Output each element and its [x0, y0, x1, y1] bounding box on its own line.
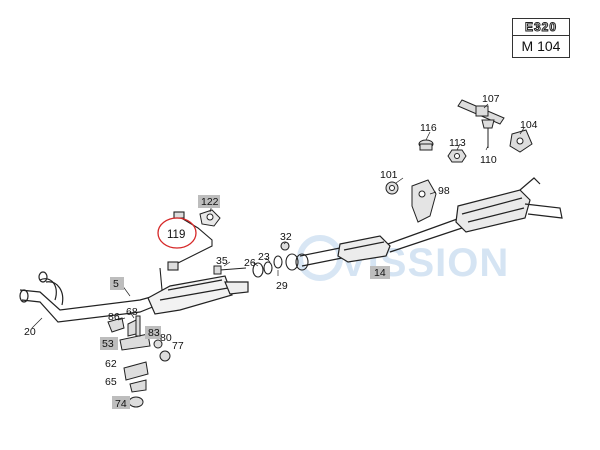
- clamp-set: [252, 241, 309, 278]
- label-65: 65: [105, 376, 117, 388]
- label-83: 83: [148, 327, 160, 339]
- label-26: 26: [244, 257, 256, 269]
- label-20: 20: [24, 326, 36, 338]
- label-77: 77: [172, 340, 184, 352]
- label-113: 113: [449, 137, 466, 149]
- label-68: 68: [126, 306, 138, 318]
- label-backgrounds: [100, 195, 390, 409]
- nut-113: [447, 149, 467, 163]
- washer-116: [418, 139, 434, 151]
- bolt-35: [213, 265, 247, 275]
- middle-muffler: [337, 235, 391, 263]
- hanger-107: [457, 99, 505, 125]
- label-86: 86: [108, 311, 120, 323]
- leader-lines: [31, 103, 525, 329]
- label-101: 101: [380, 169, 398, 181]
- label-119: 119: [167, 229, 185, 241]
- catalytic-converter: [147, 275, 249, 315]
- label-23: 23: [258, 251, 270, 263]
- highlight-circle: [157, 217, 197, 249]
- label-53: 53: [102, 338, 114, 350]
- hanger-104: [509, 129, 533, 153]
- label-104: 104: [520, 119, 538, 131]
- label-14: 14: [374, 267, 386, 279]
- label-110: 110: [480, 154, 497, 166]
- label-98: 98: [438, 185, 450, 197]
- bolt-110: [481, 119, 495, 148]
- middle-pipe: [299, 247, 343, 267]
- front-pipe: [19, 271, 161, 323]
- label-116: 116: [420, 122, 437, 134]
- rear-muffler: [455, 177, 563, 233]
- label-29: 29: [276, 280, 288, 292]
- label-80: 80: [160, 332, 172, 344]
- model-code-box: E320 M 104: [512, 18, 570, 58]
- label-122: 122: [201, 196, 219, 208]
- label-5: 5: [113, 278, 119, 290]
- bolt-101: [385, 181, 399, 195]
- engine-code: M 104: [521, 38, 561, 54]
- small-parts-cluster: [107, 315, 171, 408]
- label-62: 62: [105, 358, 117, 370]
- label-32: 32: [280, 231, 292, 243]
- label-35: 35: [216, 255, 228, 267]
- model-code: E320: [513, 19, 569, 36]
- label-74: 74: [115, 398, 127, 410]
- sensor-122: [199, 209, 221, 227]
- watermark: VISSION: [297, 235, 508, 285]
- bracket-98: [411, 179, 437, 223]
- part-labels: 5 20 14 23 26 29 32 35 53 62 65 68 74 77…: [24, 93, 538, 410]
- label-107: 107: [482, 93, 500, 105]
- rear-pipe: [387, 217, 463, 253]
